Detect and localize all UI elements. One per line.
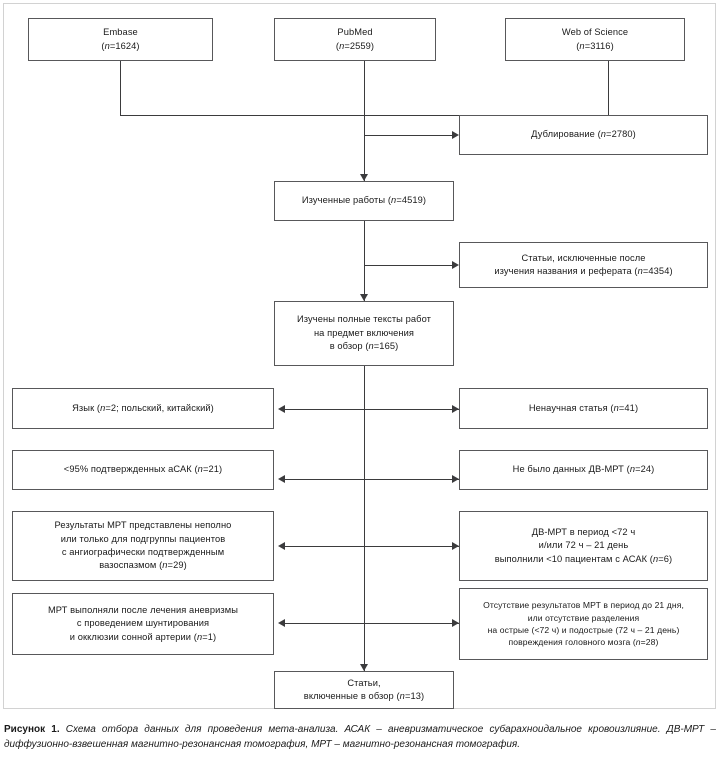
box-exclusion-dwi-timing: ДВ-МРТ в период <72 ч и/или 72 ч – 21 де…: [459, 511, 708, 581]
arrowhead-right-row-4: [452, 619, 459, 627]
exclusion-confirmed-asah-line1: <95% подтвержденных аСАК (n=21): [63, 464, 223, 475]
arrowhead-left-row-2: [278, 475, 285, 483]
box-exclusion-no-mri-21days: Отсутствие результатов МРТ в период до 2…: [459, 588, 708, 660]
exclusion-no-mri-21days-line2: или отсутствие разделения: [527, 612, 640, 623]
source-name-embase: Embase: [103, 27, 138, 38]
source-name-pubmed: PubMed: [337, 27, 373, 38]
box-included-studies: Статьи, включенные в обзор (n=13): [274, 671, 454, 709]
arrowhead-right-row-3: [452, 542, 459, 550]
connector-exclusion-row-3: [285, 546, 459, 547]
source-count-web-of-science: (n=3116): [576, 40, 614, 51]
fulltext-line2: на предмет включения: [313, 327, 415, 338]
arrowhead-left-row-3: [278, 542, 285, 550]
arrowhead-right-row-1: [452, 405, 459, 413]
connector-screened-to-fulltext: [364, 221, 365, 301]
box-screened-records: Изученные работы (n=4519): [274, 181, 454, 221]
connector-embase-down: [120, 61, 121, 115]
screened-label: Изученные работы (n=4519): [301, 195, 427, 206]
arrowhead-left-row-4: [278, 619, 285, 627]
box-exclusion-language: Язык (n=2; польский, китайский): [12, 388, 274, 429]
connector-fulltext-to-included: [364, 366, 365, 671]
arrowhead-to-fulltext: [360, 294, 368, 301]
arrowhead-right-row-2: [452, 475, 459, 483]
duplicates-label: Дублирование (n=2780): [531, 129, 636, 140]
exclusion-no-mri-21days-line1: Отсутствие результатов МРТ в период до 2…: [483, 600, 684, 611]
box-fulltext-assessed: Изучены полные тексты работ на предмет в…: [274, 301, 454, 366]
source-box-web-of-science: Web of Science (n=3116): [505, 18, 685, 61]
arrowhead-to-title-abstract-exclusions: [452, 261, 459, 269]
source-name-web-of-science: Web of Science: [561, 27, 629, 38]
arrowhead-left-row-1: [278, 405, 285, 413]
exclusion-mri-incomplete-line2: или только для подгруппы пациентов: [60, 533, 226, 544]
exclusion-mri-after-treatment-line3: и окклюзии сонной артерии (n=1): [69, 631, 217, 642]
fulltext-line3: в обзор (n=165): [329, 341, 399, 352]
connector-exclusion-row-2: [285, 479, 459, 480]
exclusion-dwi-timing-line2: и/или 72 ч – 21 день: [538, 540, 629, 551]
connector-to-duplicates: [364, 135, 454, 136]
connector-to-title-abstract-exclusions: [364, 265, 454, 266]
source-box-pubmed: PubMed (n=2559): [274, 18, 436, 61]
box-exclusion-no-dwi-data: Не было данных ДВ-МРТ (n=24): [459, 450, 708, 490]
arrowhead-to-included: [360, 664, 368, 671]
exclusion-language-line1: Язык (n=2; польский, китайский): [72, 402, 214, 413]
exclusion-mri-incomplete-line1: Результаты МРТ представлены неполно: [54, 520, 232, 531]
caption-text: Схема отбора данных для проведения мета-…: [4, 724, 716, 750]
box-exclusion-confirmed-asah: <95% подтвержденных аСАК (n=21): [12, 450, 274, 490]
exclusion-no-dwi-data-line1: Не было данных ДВ-МРТ (n=24): [512, 464, 655, 475]
figure-caption: Рисунок 1. Схема отбора данных для прове…: [4, 722, 716, 752]
box-exclusion-mri-incomplete: Результаты МРТ представлены неполно или …: [12, 511, 274, 581]
box-exclusion-mri-after-treatment: МРТ выполняли после лечения аневризмы с …: [12, 593, 274, 655]
connector-spine-to-screened: [364, 115, 365, 181]
connector-pubmed-down: [364, 61, 365, 115]
exclusion-non-scientific-line1: Ненаучная статья (n=41): [528, 402, 639, 413]
excluded-ta-line2: изучения названия и реферата (n=4354): [494, 266, 673, 276]
excluded-ta-line1: Статьи, исключенные после: [521, 252, 646, 263]
box-excluded-title-abstract: Статьи, исключенные после изучения назва…: [459, 242, 708, 288]
caption-lead: Рисунок 1.: [4, 724, 60, 735]
included-line1: Статьи,: [347, 677, 381, 688]
fulltext-line1: Изучены полные тексты работ: [297, 314, 431, 325]
exclusion-no-mri-21days-line3: на острые (<72 ч) и подострые (72 ч – 21…: [487, 625, 680, 635]
exclusion-mri-after-treatment-line2: с проведением шунтирования: [76, 618, 210, 629]
exclusion-mri-incomplete-line4: вазоспазмом (n=29): [99, 560, 187, 571]
source-box-embase: Embase (n=1624): [28, 18, 213, 61]
source-count-embase: (n=1624): [101, 40, 140, 51]
included-line2: включенные в обзор (n=13): [303, 691, 425, 701]
arrowhead-to-screened: [360, 174, 368, 181]
connector-exclusion-row-4: [285, 623, 459, 624]
arrowhead-to-duplicates: [452, 131, 459, 139]
box-duplicates: Дублирование (n=2780): [459, 115, 708, 155]
box-exclusion-non-scientific: Ненаучная статья (n=41): [459, 388, 708, 429]
connector-exclusion-row-1: [285, 409, 459, 410]
connector-wos-down: [608, 61, 609, 115]
exclusion-dwi-timing-line3: выполнили <10 пациентам с АСАК (n=6): [494, 553, 673, 564]
exclusion-mri-incomplete-line3: с ангиографически подтвержденным: [61, 547, 225, 557]
source-count-pubmed: (n=2559): [335, 40, 375, 51]
exclusion-dwi-timing-line1: ДВ-МРТ в период <72 ч: [531, 526, 636, 537]
exclusion-no-mri-21days-line4: повреждения головного мозга (n=28): [508, 637, 659, 648]
exclusion-mri-after-treatment-line1: МРТ выполняли после лечения аневризмы: [47, 604, 239, 615]
